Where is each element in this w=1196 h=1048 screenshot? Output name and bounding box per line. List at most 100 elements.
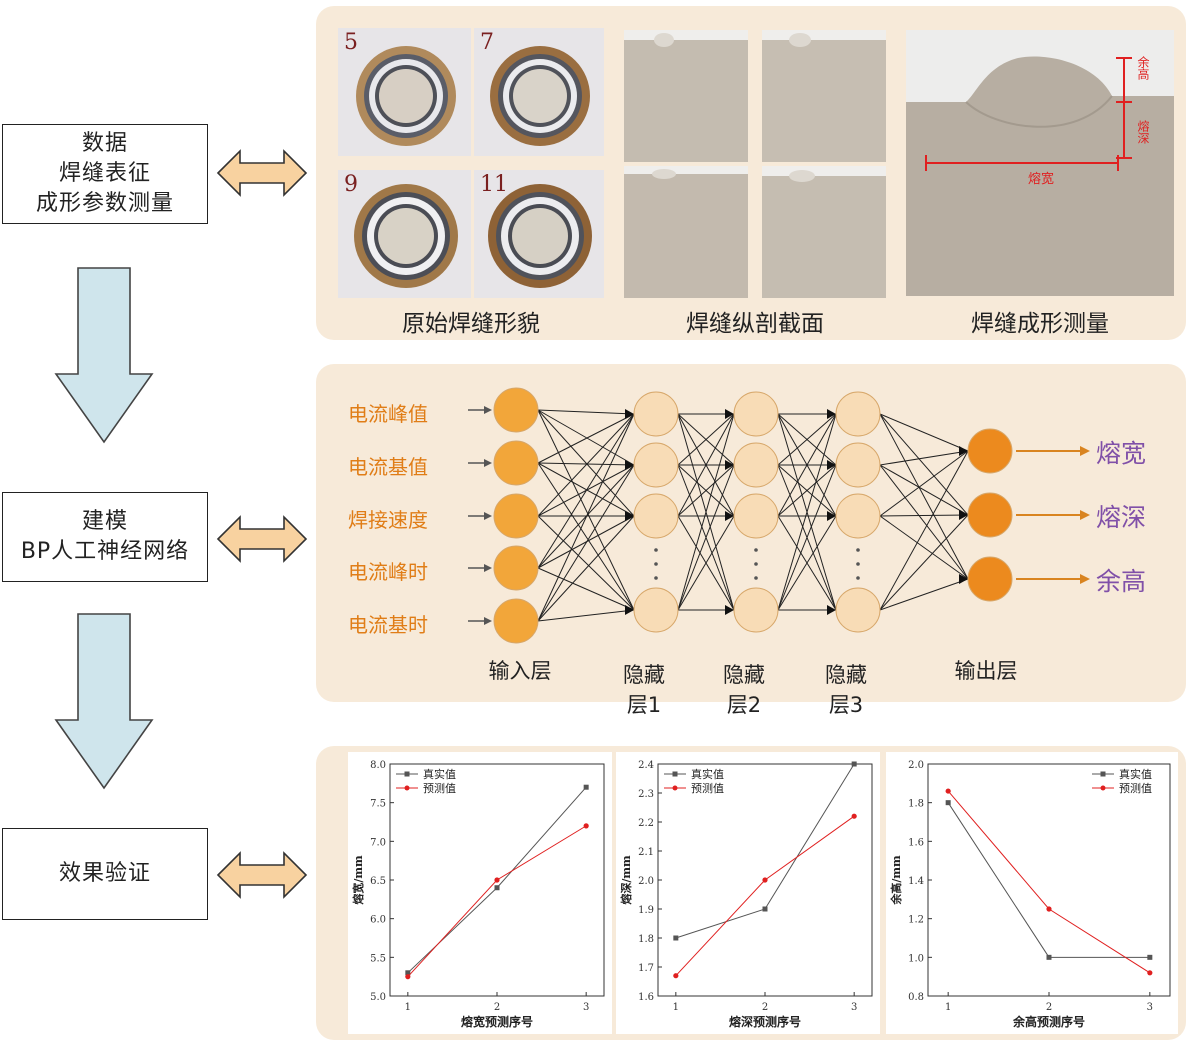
connection-line [537,462,635,466]
y-tick-label: 1.6 [908,837,924,848]
y-tick-label: 7.0 [370,837,386,848]
caption-original-weld: 原始焊缝形貌 [402,311,540,337]
measurement-photo: 熔宽 余高 熔深 [906,30,1174,296]
hidden-layer-1-label-line-2: 层1 [626,693,662,717]
data-point [851,761,857,767]
output-node [967,492,1013,538]
connection-line [537,409,635,611]
y-tick-label: 0.8 [908,992,924,1003]
data-point [673,935,679,941]
connection-line [777,464,837,517]
stage-data-line-1: 数据 [81,131,128,156]
connection-arrowhead [827,605,836,615]
connection-arrowhead [625,605,634,615]
hidden-layer-1-label: 隐藏 层1 [604,660,684,720]
connection-arrowhead [959,574,968,584]
x-tick-label: 1 [945,1002,951,1013]
connection-arrowhead [725,460,734,470]
output-label-weld-depth: 熔深 [1096,503,1147,532]
photo-number-11: 11 [480,172,508,197]
input-arrowhead [484,512,492,520]
plot-frame [927,763,1171,997]
cross-section-photo-3 [624,166,748,298]
double-arrow-1 [216,149,308,197]
double-arrow-2 [216,515,308,563]
stage-data-line-2: 焊缝表征 [58,161,151,186]
weld-photo-5: 5 [338,28,471,156]
network-diagram [468,387,1090,644]
y-tick-label: 6.0 [370,915,386,926]
ellipsis-dot [754,548,758,552]
cross-section-photo-2 [762,30,886,162]
connection-arrowhead [725,409,734,419]
connection-line [677,464,735,611]
y-tick-label: 1.0 [908,953,924,964]
hidden1-node [633,587,679,633]
connection-line [879,450,969,466]
y-tick-label: 8.0 [370,760,386,771]
data-point [673,973,679,979]
x-tick-label: 3 [583,1002,589,1013]
data-point [583,784,589,790]
series-line [407,825,587,978]
connection-line [537,462,635,611]
legend-label: 真实值 [1119,767,1152,781]
connection-arrowhead [725,605,734,615]
hidden1-node [633,442,679,488]
connection-line [537,462,635,517]
input-arrowhead [484,406,492,414]
input-arrowhead [484,617,492,625]
data-point [851,813,857,819]
connection-line [537,515,635,622]
connection-arrowhead [625,460,634,470]
legend-label: 预测值 [1119,782,1152,795]
connection-line [537,515,635,611]
ellipsis-dot [654,548,658,552]
hidden-layer-3-label-line-2: 层3 [828,693,864,717]
caption-cross-section: 焊缝纵剖截面 [686,311,824,337]
legend-label: 真实值 [423,767,456,781]
caption-measurement: 焊缝成形测量 [971,311,1109,337]
hidden-layer-1-label-line-1: 隐藏 [623,663,665,687]
input-node [493,545,539,591]
output-node [967,428,1013,474]
x-axis-label: 熔深预测序号 [729,1014,801,1029]
input-arrowhead [484,459,492,467]
network-panel: 电流峰值 电流基值 焊接速度 电流峰时 电流基时 熔宽 熔深 余高 输入层 隐藏… [316,364,1186,717]
stage-verify-line-1: 效果验证 [58,861,151,886]
output-layer-label: 输出层 [954,659,1018,683]
photo-number-9: 9 [344,172,358,197]
connection-arrowhead [625,511,634,521]
data-point [1147,970,1153,976]
input-node [493,387,539,433]
input-label-base-current: 电流基值 [348,455,428,479]
connection-line [677,464,735,517]
ellipsis-dot [856,548,860,552]
x-axis-label: 熔宽预测序号 [461,1014,533,1029]
stage-model-box: 建模 BP人工神经网络 [2,492,208,582]
data-point [945,800,951,806]
connection-arrowhead [827,460,836,470]
data-point [1147,954,1153,960]
ellipsis-dot [754,576,758,580]
y-tick-label: 2.2 [638,818,654,829]
legend-marker [404,785,410,791]
input-label-base-time: 电流基时 [348,613,428,637]
y-tick-label: 1.6 [638,992,654,1003]
connection-line [677,413,735,611]
y-tick-label: 2.0 [638,876,654,887]
y-tick-label: 2.3 [638,789,654,800]
ellipsis-dot [654,576,658,580]
connection-line [677,413,735,466]
input-arrowhead [484,564,492,572]
x-tick-label: 3 [1147,1002,1153,1013]
y-tick-label: 5.5 [370,953,386,964]
x-tick-label: 3 [851,1002,857,1013]
double-arrow-3 [216,851,308,899]
connection-arrowhead [625,409,634,419]
hidden2-node [733,587,779,633]
hidden-layer-2-label: 隐藏 层2 [704,660,784,720]
photo-number-7: 7 [480,30,494,55]
